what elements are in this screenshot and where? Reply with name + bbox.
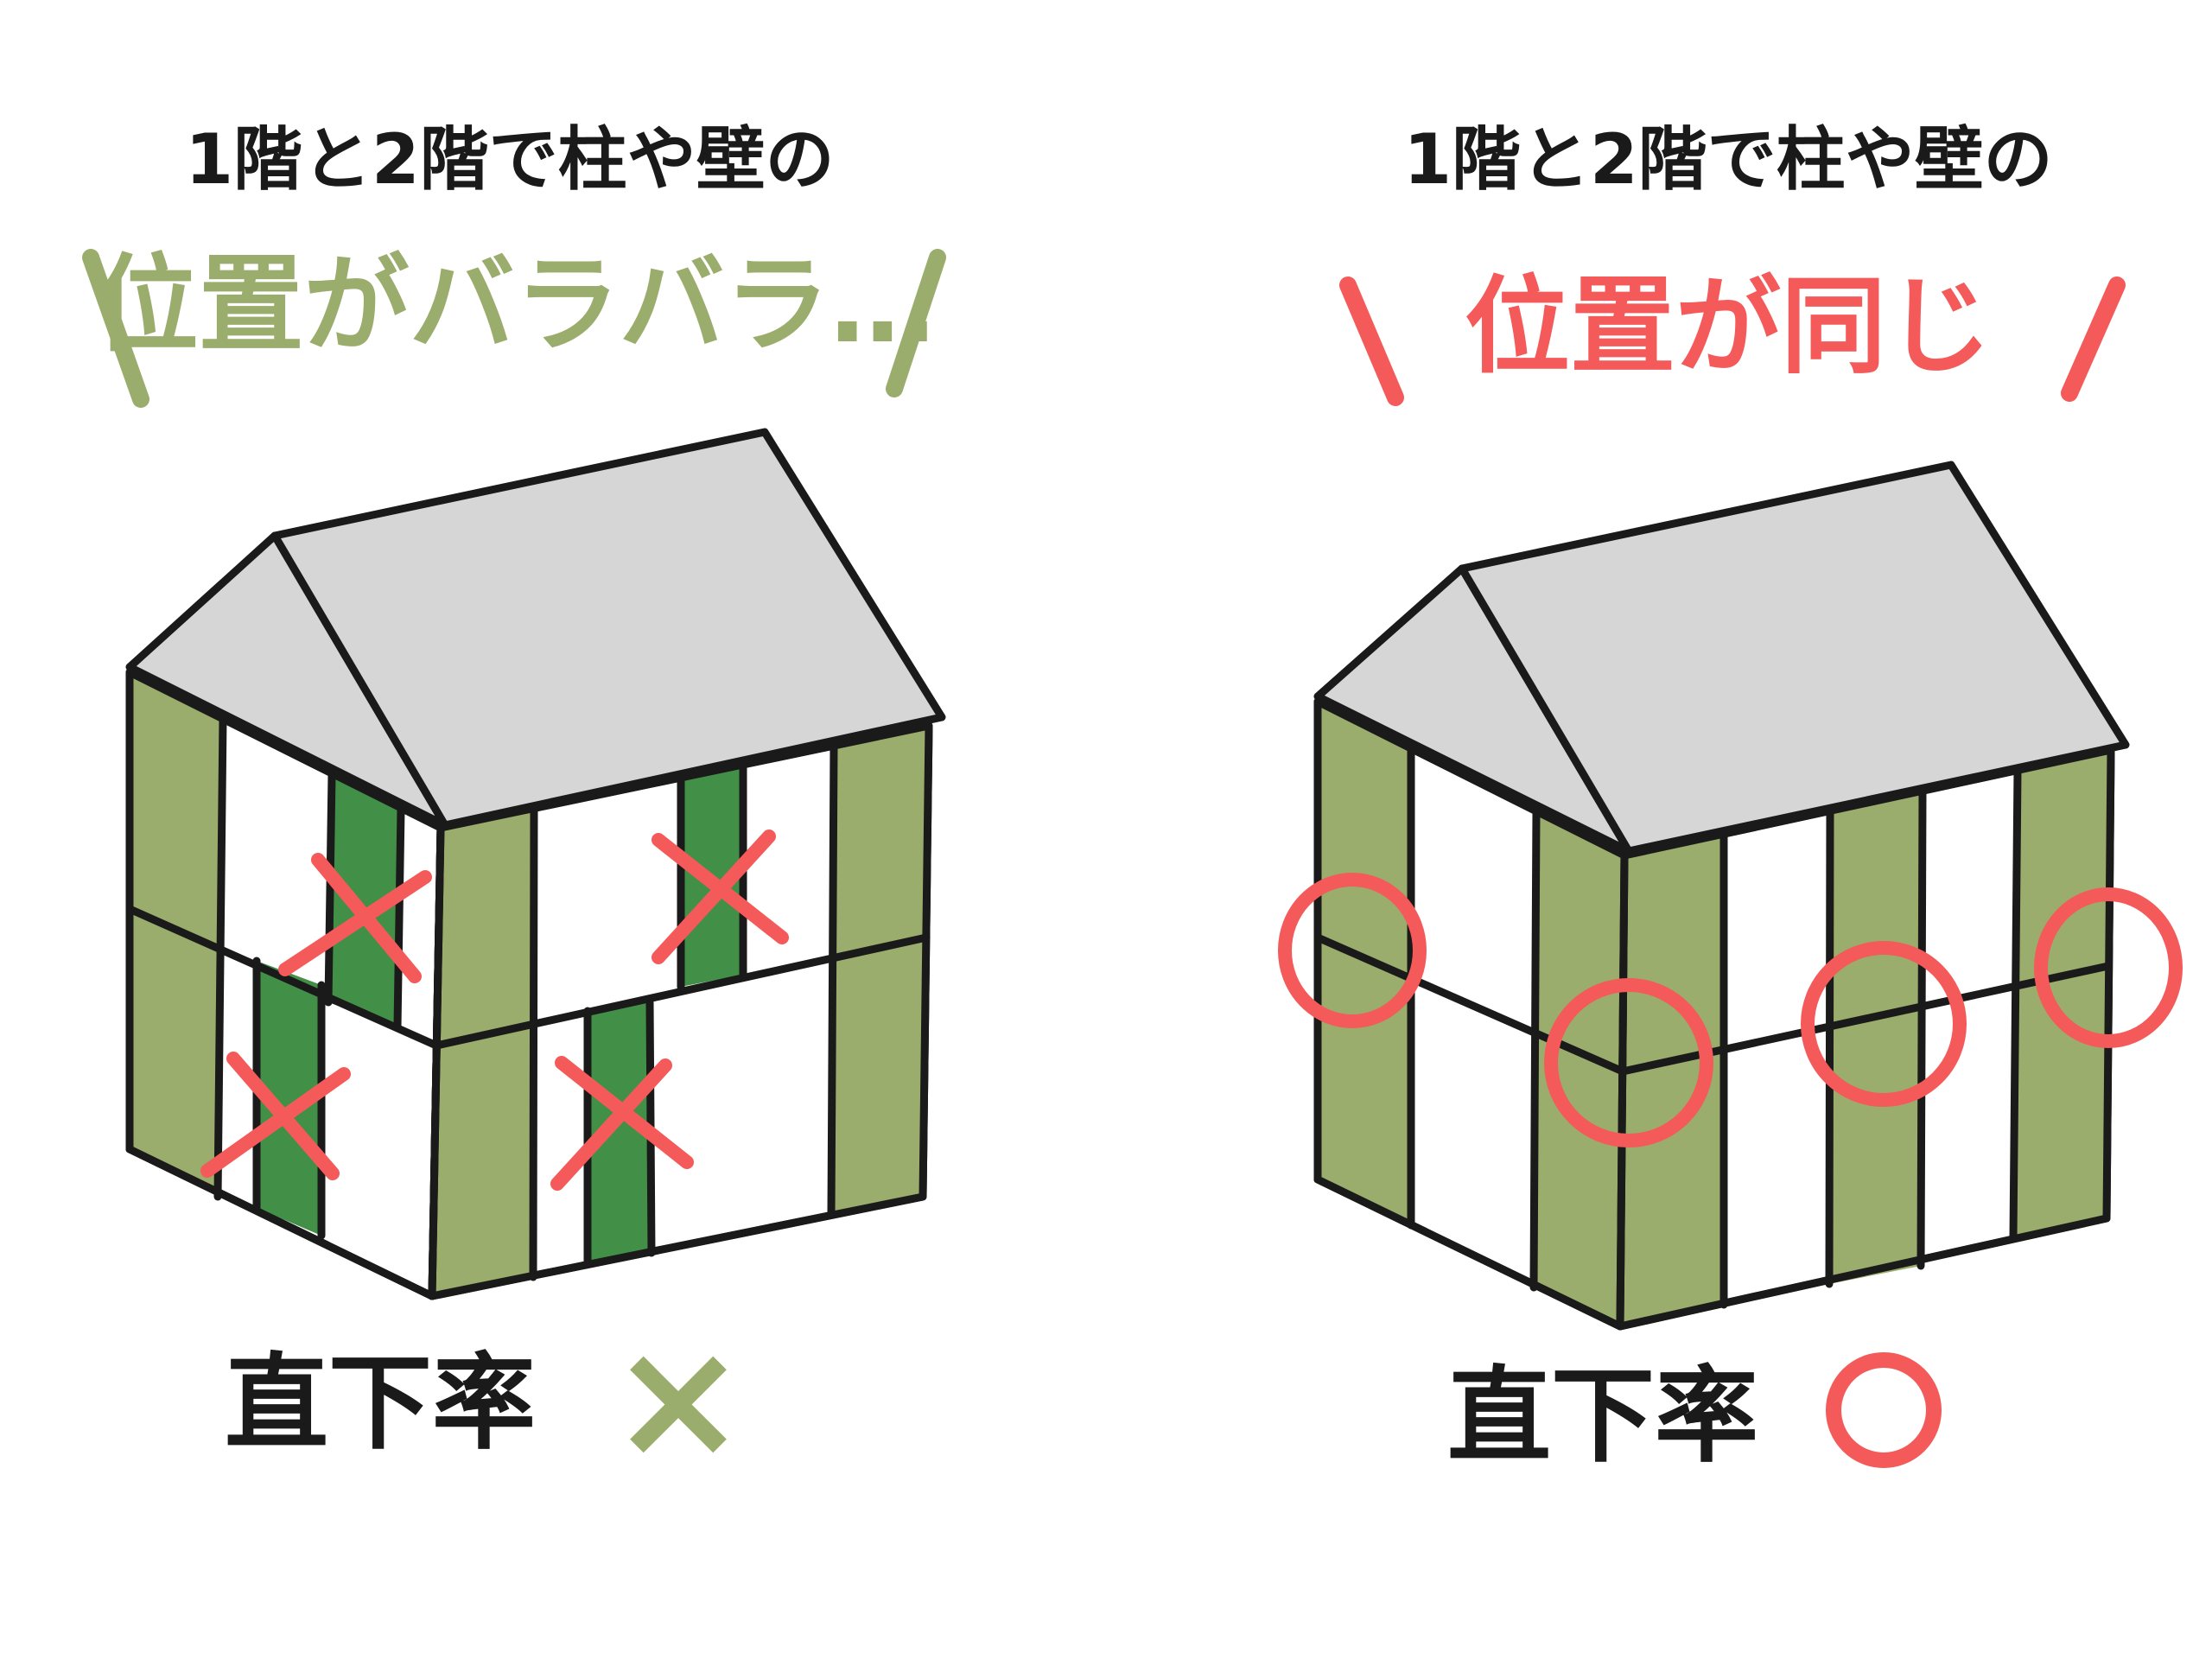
right-highlight: 位置が同じ [1465, 265, 1992, 388]
left-highlight: 位置がバラバラ… [93, 244, 936, 366]
left-upper-column [328, 775, 401, 1027]
left-front-right-panel [831, 726, 929, 1214]
left-verdict: × [609, 1304, 747, 1495]
left-emphasis-mark-right [886, 249, 946, 397]
left-panel: 1階と2階で柱や壁の 位置がバラバラ… [82, 119, 946, 1495]
left-mismatch-marks [200, 830, 789, 1191]
left-emphasis-mark-left [82, 249, 149, 408]
left-front-corner-panel [432, 809, 534, 1296]
right-panel: 1階と2階で柱や壁の 位置が同じ [1278, 119, 2183, 1477]
right-side-corner-panel [1318, 702, 1411, 1225]
left-caption: 直下率 [225, 1344, 536, 1464]
left-side-floor-line [125, 905, 441, 1050]
right-front-right-panel [2013, 750, 2111, 1237]
right-side-inner-panel [1534, 812, 1624, 1326]
right-front-middle-panel [1829, 793, 1923, 1284]
right-emphasis-mark-right [2061, 276, 2126, 402]
right-house [1278, 461, 2183, 1331]
left-front-lower-column [588, 1002, 652, 1264]
right-verdict-circle [1826, 1352, 1942, 1468]
left-lower-column [257, 961, 321, 1236]
left-heading: 1階と2階で柱や壁の [185, 119, 834, 200]
right-caption: 直下率 [1447, 1357, 1758, 1477]
left-front-floor-line [432, 933, 931, 1050]
left-side-corner-panel [130, 672, 223, 1197]
left-house [125, 428, 946, 1300]
right-roof-slope [1458, 461, 2130, 855]
right-heading: 1階と2階で柱や壁の [1403, 119, 2052, 200]
right-emphasis-mark-left [1339, 276, 1404, 406]
right-alignment-marks [1278, 873, 2183, 1147]
right-front-corner-panel [1620, 834, 1724, 1326]
right-side-floor-line [1313, 933, 1627, 1076]
left-roof-slope [270, 428, 946, 830]
